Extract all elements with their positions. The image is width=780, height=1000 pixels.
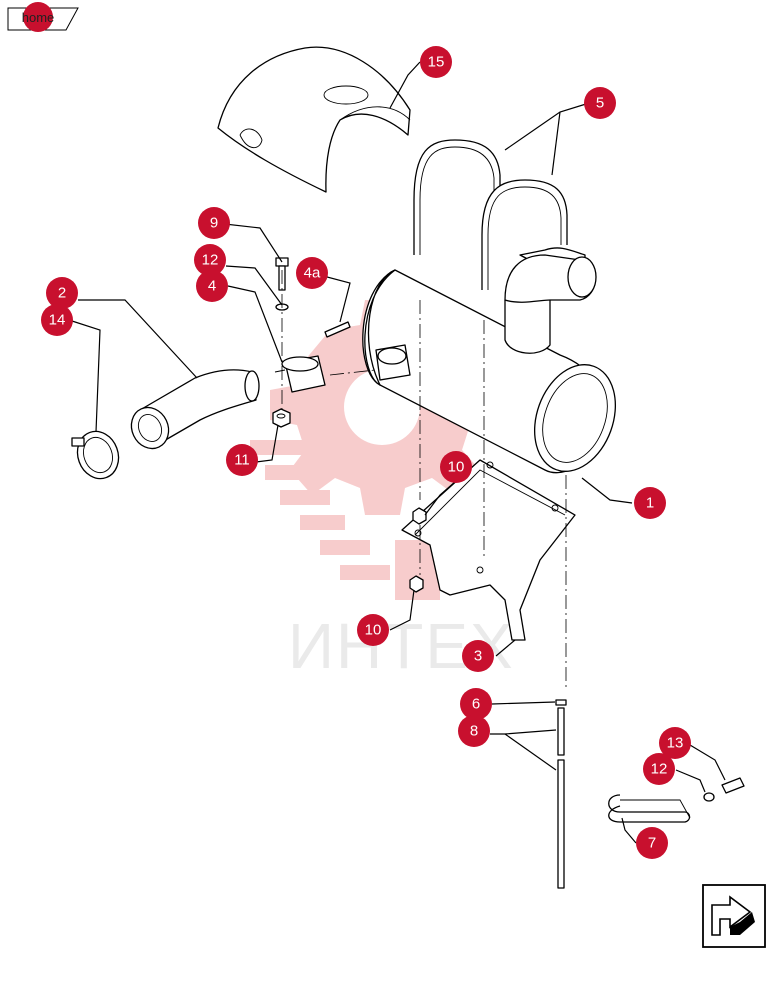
pin-part-4a — [324, 321, 351, 338]
callout-10-lower: 10 — [357, 614, 389, 646]
callout-4: 4 — [196, 270, 228, 302]
callout-1: 1 — [634, 487, 666, 519]
callout-5: 5 — [584, 87, 616, 119]
svg-text:6: 6 — [472, 696, 480, 713]
callout-15: 15 — [420, 46, 452, 78]
svg-text:10: 10 — [448, 459, 465, 476]
svg-text:7: 7 — [648, 835, 656, 852]
nut-part-11 — [272, 408, 291, 428]
svg-text:5: 5 — [596, 95, 604, 112]
nut-part-10-lower — [409, 575, 424, 593]
callout-9: 9 — [198, 207, 230, 239]
svg-text:2: 2 — [58, 285, 66, 302]
assembly-axis-lines — [281, 270, 567, 690]
callout-4a: 4a — [296, 257, 328, 289]
svg-text:4: 4 — [208, 278, 216, 295]
svg-text:9: 9 — [210, 215, 218, 232]
muffler-part-1 — [362, 247, 617, 474]
svg-text:10: 10 — [365, 622, 382, 639]
home-button[interactable]: home — [7, 2, 79, 32]
svg-text:13: 13 — [667, 735, 684, 752]
svg-text:15: 15 — [428, 54, 445, 71]
callout-14: 14 — [41, 304, 73, 336]
heat-shield-part-15 — [217, 46, 411, 193]
u-bolt-part-5 — [413, 139, 568, 290]
nut-part-10-upper — [412, 507, 427, 525]
svg-text:12: 12 — [202, 252, 219, 269]
callout-3: 3 — [462, 640, 494, 672]
callout-6: 6 — [460, 688, 492, 720]
washer-part-12-b — [703, 792, 715, 802]
callout-11: 11 — [226, 444, 258, 476]
next-page-arrow-icon[interactable] — [702, 884, 766, 948]
svg-text:11: 11 — [234, 452, 250, 469]
callout-13: 13 — [659, 727, 691, 759]
callout-10-upper: 10 — [440, 451, 472, 483]
bolt-part-13 — [721, 777, 745, 794]
spring-clip-part-7 — [608, 794, 691, 823]
callout-12-lower: 12 — [643, 753, 675, 785]
callout-2: 2 — [46, 277, 78, 309]
rod-part-8 — [555, 699, 567, 889]
svg-text:8: 8 — [470, 723, 478, 740]
clamp-part-14 — [71, 430, 120, 480]
svg-text:4a: 4a — [304, 265, 321, 282]
exhaust-pipe-part-2 — [130, 369, 260, 450]
callout-12-upper: 12 — [194, 244, 226, 276]
svg-text:14: 14 — [49, 312, 66, 329]
svg-text:12: 12 — [651, 761, 668, 778]
mounting-bracket-part-3 — [401, 459, 576, 641]
callout-8: 8 — [458, 715, 490, 747]
callout-7: 7 — [636, 827, 668, 859]
svg-text:3: 3 — [474, 648, 482, 665]
sleeve-part-4 — [274, 355, 326, 393]
leader-lines — [71, 61, 726, 844]
home-label: home — [22, 10, 55, 25]
svg-text:1: 1 — [646, 495, 654, 512]
